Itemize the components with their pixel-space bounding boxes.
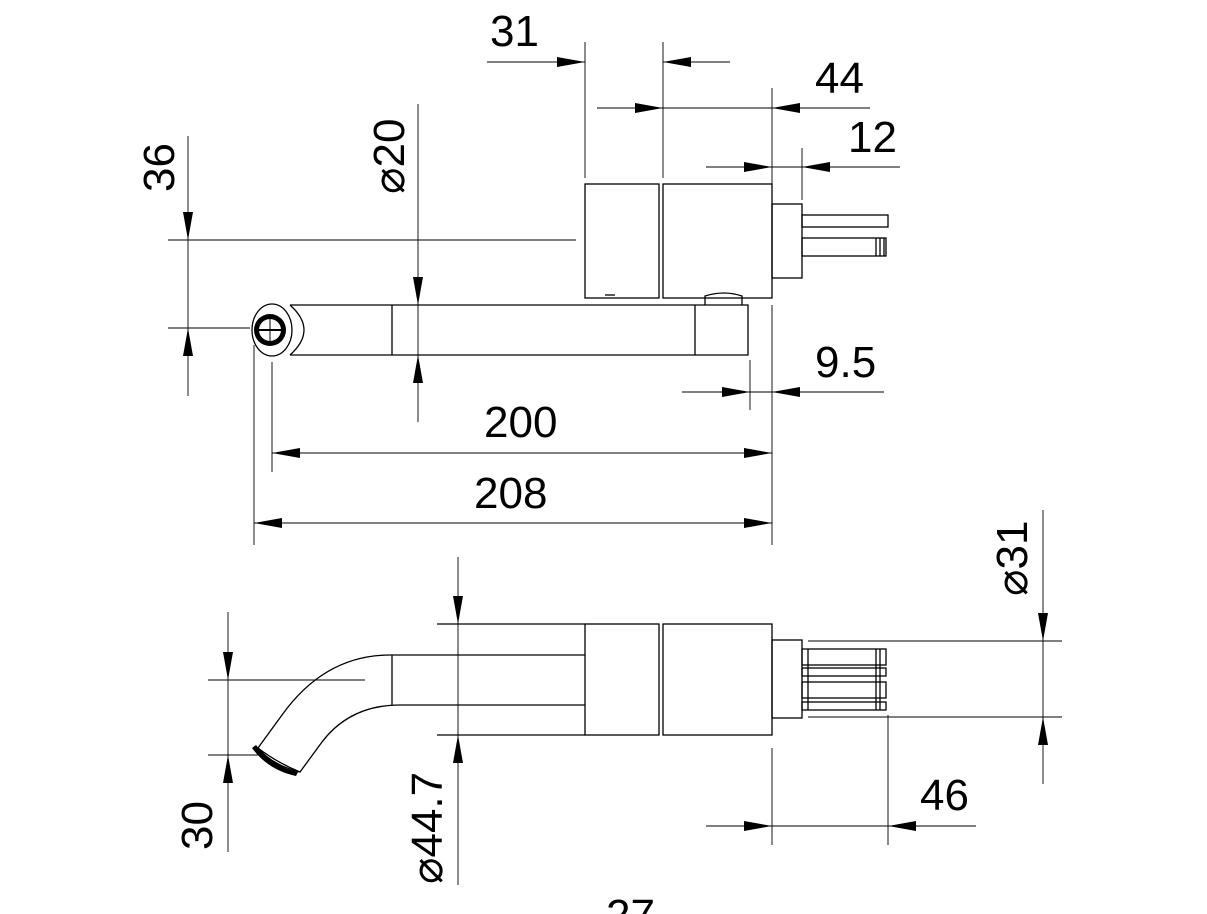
dimension-27-label: 27	[606, 891, 655, 914]
spout-pipe	[290, 304, 749, 356]
dimension-12: 12	[706, 113, 900, 200]
dimension-44: 44	[597, 54, 870, 190]
dimension-208: 208	[253, 345, 772, 545]
top-view: 31 44 12 36	[135, 7, 900, 545]
inlet-pipe-upper	[801, 214, 889, 228]
dimension-200: 200	[271, 362, 772, 472]
valve-cap	[771, 203, 803, 279]
dimension-30-label: 30	[173, 801, 222, 850]
side-body-left	[584, 623, 660, 736]
dimension-d44-7: ⌀44.7	[403, 557, 463, 885]
dimension-44-label: 44	[815, 54, 864, 103]
dimension-46-label: 46	[920, 771, 969, 820]
dimension-208-label: 208	[474, 469, 547, 518]
dimension-46: 46	[706, 715, 976, 845]
dimension-d20-label: ⌀20	[365, 119, 414, 194]
aerator-icon	[251, 303, 293, 357]
dimension-30: 30	[173, 612, 365, 852]
spout-connector	[704, 292, 743, 305]
valve-body-left	[584, 183, 660, 299]
dimension-36: 36	[135, 136, 576, 396]
dimension-31: 31	[487, 7, 730, 178]
dimension-200-label: 200	[484, 398, 557, 447]
dimension-d31: ⌀31	[808, 510, 1062, 784]
side-spout	[257, 654, 585, 773]
side-inlet-pipes	[801, 648, 887, 711]
valve-body-right	[662, 183, 773, 299]
dimension-d44-7-label: ⌀44.7	[403, 772, 452, 884]
dimension-d31-label: ⌀31	[988, 521, 1037, 596]
side-body-right	[662, 623, 773, 736]
side-view: ⌀31 30 ⌀44.7 46 27	[173, 510, 1062, 914]
side-aerator-icon	[252, 745, 298, 776]
inlet-pipe-lower	[801, 237, 887, 257]
side-cap	[771, 639, 803, 719]
dimension-d20: ⌀20	[365, 104, 423, 422]
dimension-9-5-label: 9.5	[815, 338, 876, 387]
dimension-36-label: 36	[135, 143, 184, 192]
dimension-9-5: 9.5	[682, 305, 884, 545]
dimension-31-label: 31	[490, 7, 539, 56]
dimension-12-label: 12	[848, 113, 897, 162]
